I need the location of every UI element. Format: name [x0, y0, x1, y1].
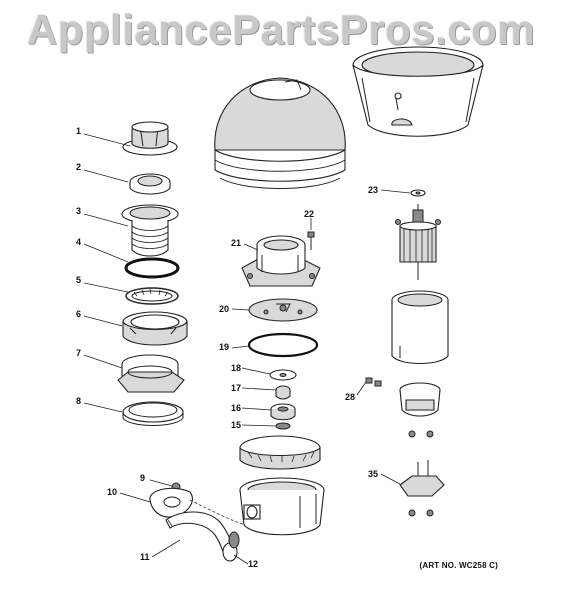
- part-28-clips: [365, 377, 382, 387]
- part-4-gasket: [124, 257, 180, 279]
- part-1-stopper: [122, 121, 178, 156]
- part-17-bearing: [275, 385, 291, 400]
- callout-10: 10: [107, 487, 117, 497]
- upper-housing-part: [352, 46, 484, 137]
- callout-17: 17: [231, 383, 241, 393]
- callout-5: 5: [76, 275, 81, 285]
- callout-15: 15: [231, 420, 241, 430]
- callout-labels: 1 2 3 4 5 6 7 8 9 10 11 12 15 16 17 18 1…: [76, 126, 378, 569]
- callout-35: 35: [368, 469, 378, 479]
- callout-28: 28: [345, 392, 355, 402]
- part-5-snap-ring: [125, 287, 179, 305]
- part-15-washer: [275, 422, 291, 430]
- leader-lines: [83, 133, 411, 565]
- callout-23: 23: [368, 185, 378, 195]
- part-10-discharge-flange: [149, 487, 193, 518]
- callout-20: 20: [219, 304, 229, 314]
- stator-cylinder-part: [391, 290, 449, 364]
- callout-8: 8: [76, 396, 81, 406]
- callout-11: 11: [140, 552, 150, 562]
- part-6-mounting-ring: [122, 311, 188, 346]
- callout-12: 12: [248, 559, 258, 569]
- callout-16: 16: [231, 403, 241, 413]
- callout-19: 19: [219, 342, 229, 352]
- part-7-mount-assembly: [117, 354, 185, 393]
- part-19-gasket: [247, 332, 319, 358]
- part-3-sink-flange: [121, 204, 179, 257]
- part-23-washer: [410, 189, 426, 197]
- part-22-screw: [307, 231, 315, 250]
- part-20-plate: [248, 298, 318, 322]
- part-12-elbow-gasket: [228, 531, 240, 549]
- callout-3: 3: [76, 206, 81, 216]
- part-2-flange: [129, 173, 171, 195]
- callout-9: 9: [140, 473, 145, 483]
- callout-1: 1: [76, 126, 81, 136]
- end-bell-part: [399, 382, 441, 438]
- part-18-washer: [269, 369, 297, 381]
- callout-21: 21: [231, 238, 241, 248]
- grind-ring-part: [239, 435, 321, 470]
- lower-housing-part: [239, 477, 325, 536]
- rotor-armature-part: [395, 204, 441, 280]
- part-16-seal: [270, 403, 296, 421]
- callout-18: 18: [231, 363, 241, 373]
- callout-2: 2: [76, 162, 81, 172]
- part-21-housing-top: [241, 235, 321, 287]
- callout-22: 22: [304, 209, 314, 219]
- callout-7: 7: [76, 348, 81, 358]
- art-number-label: (ART NO. WC258 C): [419, 561, 498, 570]
- callout-4: 4: [76, 237, 81, 247]
- part-11-discharge-elbow: [165, 511, 238, 562]
- part-35-terminal-block: [399, 460, 445, 517]
- part-8-cushion-mount: [122, 401, 184, 426]
- insulation-dome-part: [214, 77, 346, 189]
- callout-6: 6: [76, 309, 81, 319]
